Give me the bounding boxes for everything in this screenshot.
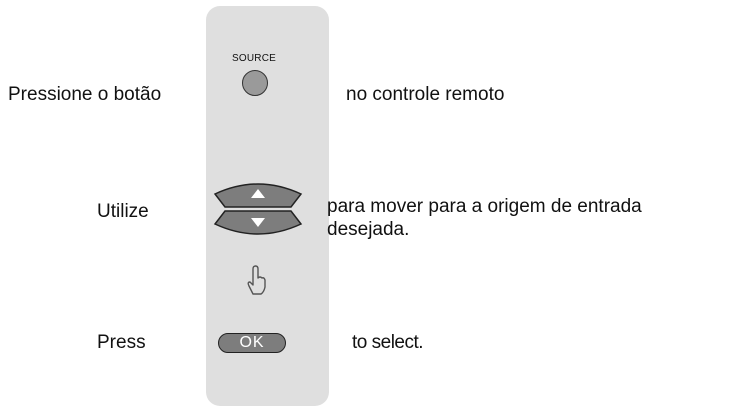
up-arrow-icon [251, 189, 265, 198]
source-button[interactable] [242, 70, 268, 96]
step1-instruction-before: Pressione o botão [8, 84, 162, 105]
step3-instruction-after: to select. [352, 332, 424, 353]
step3-instruction-before: Press [97, 332, 146, 353]
pointing-hand-icon [247, 265, 266, 295]
step2-instruction-after-line2: desejada. [327, 219, 410, 240]
step2-instruction-after-line1: para mover para a origem de entrada [327, 196, 642, 217]
step2-instruction-before: Utilize [97, 201, 149, 222]
source-button-label: SOURCE [232, 53, 276, 64]
ok-button[interactable]: OK [218, 333, 286, 353]
up-down-arrow-buttons [213, 183, 303, 235]
down-arrow-button[interactable] [213, 210, 303, 235]
down-arrow-icon [251, 218, 265, 227]
up-arrow-button[interactable] [213, 183, 303, 208]
step1-instruction-after: no controle remoto [346, 84, 505, 105]
